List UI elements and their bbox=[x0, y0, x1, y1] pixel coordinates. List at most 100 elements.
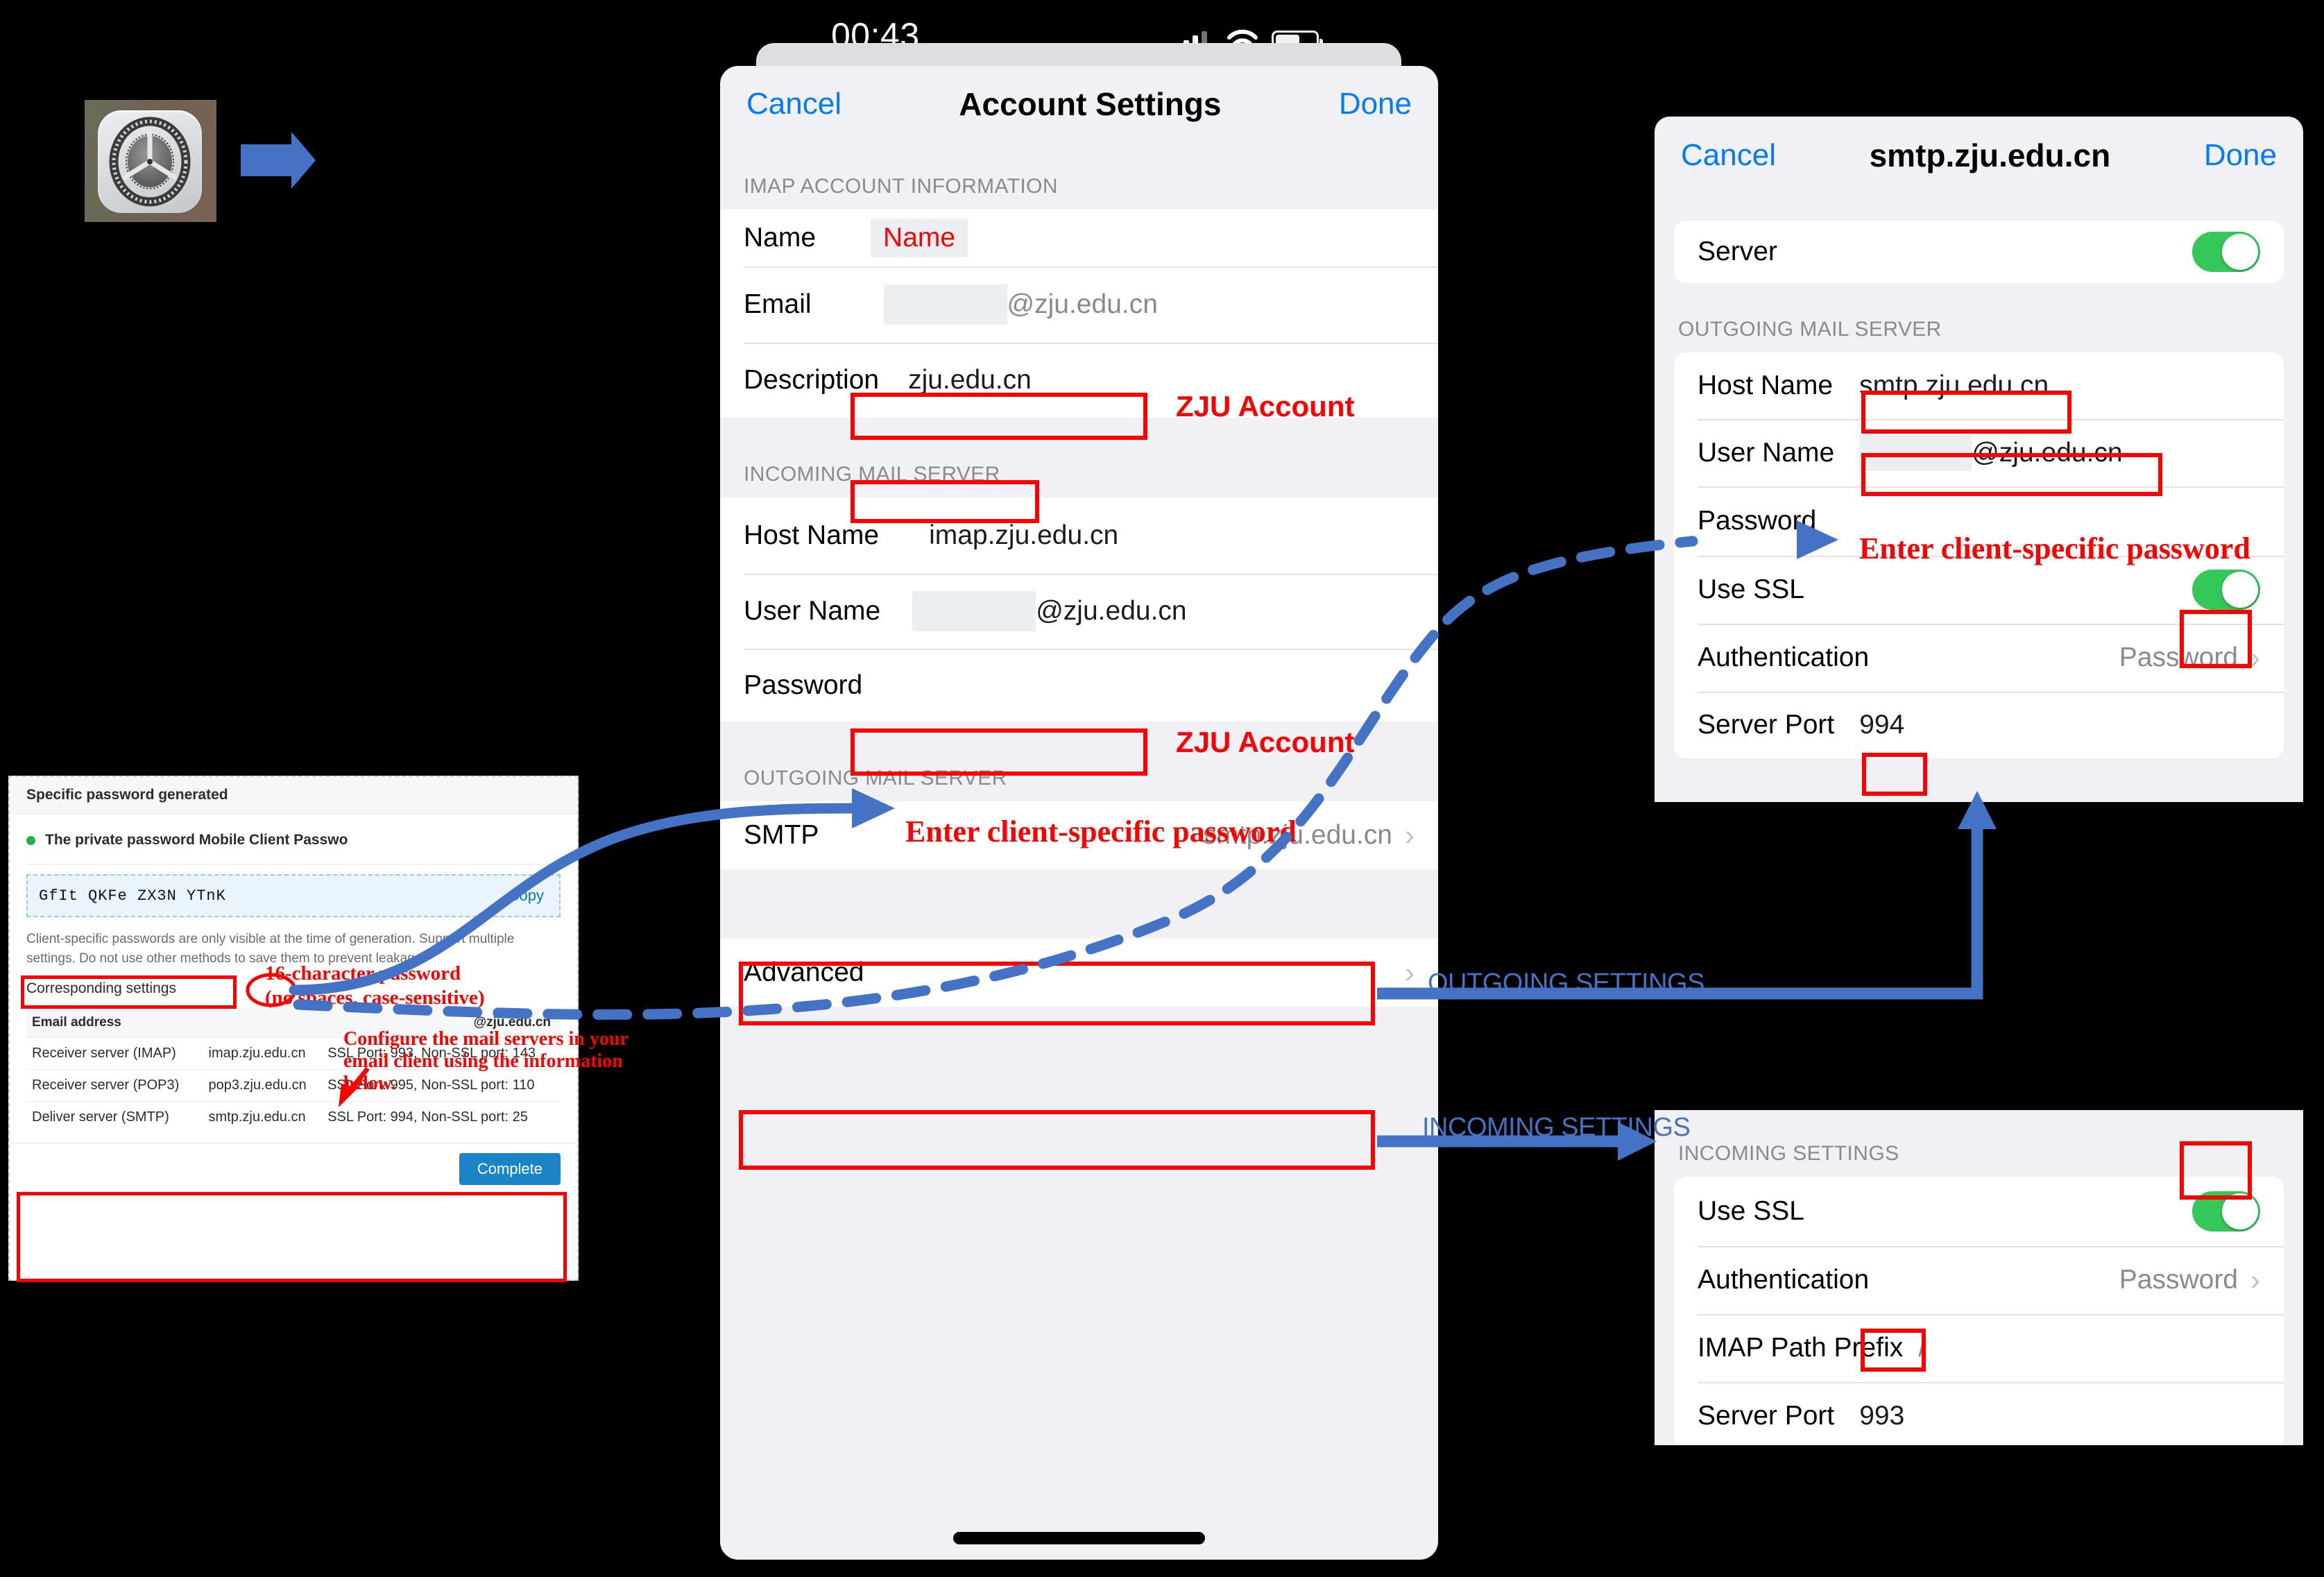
row-smtp-auth-value: Password bbox=[2119, 642, 2238, 672]
dialog-bullet-text: The private password Mobile Client Passw… bbox=[45, 832, 348, 848]
row-incoming-authentication[interactable]: Authentication Password › bbox=[1674, 1246, 2284, 1314]
row-email-label: Email bbox=[744, 289, 812, 319]
dialog-bullet-line: The private password Mobile Client Passw… bbox=[26, 832, 561, 849]
section-header-incoming-settings: INCOMING SETTINGS bbox=[1678, 1142, 1899, 1165]
row-smtp-user-value[interactable]: @zju.edu.cn bbox=[1972, 437, 2123, 468]
row-advanced[interactable]: Advanced › bbox=[720, 939, 1438, 1007]
row-imap-path-prefix[interactable]: IMAP Path Prefix / bbox=[1674, 1314, 2284, 1382]
annotation-configure-line1: Configure the mail servers in your bbox=[343, 1028, 629, 1050]
row-description[interactable]: Description zju.edu.cn bbox=[720, 343, 1438, 418]
generated-password-box: GfIt QKFe ZX3N YTnK Copy bbox=[26, 874, 561, 917]
row-incoming-auth-label: Authentication bbox=[1698, 1265, 1870, 1295]
account-settings-sheet: Cancel Account Settings Done IMAP ACCOUN… bbox=[720, 66, 1438, 1560]
cancel-button[interactable]: Cancel bbox=[746, 87, 841, 121]
row-smtp-host-value[interactable]: smtp.zju.edu.cn bbox=[1859, 370, 2049, 400]
row-pop3-host: pop3.zju.edu.cn bbox=[198, 1069, 323, 1102]
done-button[interactable]: Done bbox=[1338, 87, 1412, 121]
row-description-value[interactable]: zju.edu.cn bbox=[908, 365, 1032, 395]
row-imap-prefix-label: IMAP Path Prefix bbox=[1698, 1333, 1904, 1363]
annotation-enter-password-smtp: Enter client-specific password bbox=[1859, 531, 2250, 565]
smtp-ssl-toggle-switch[interactable] bbox=[2192, 570, 2260, 610]
row-incoming-host-name[interactable]: Host Name imap.zju.edu.cn bbox=[720, 497, 1438, 574]
chevron-right-icon: › bbox=[1405, 956, 1415, 989]
section-header-imap-account: IMAP ACCOUNT INFORMATION bbox=[744, 175, 1058, 198]
row-smtp-server-label: Server bbox=[1698, 237, 1777, 266]
annotation-enter-password-center: Enter client-specific password bbox=[905, 815, 1297, 849]
chevron-right-icon: › bbox=[2250, 1263, 2260, 1296]
annotation-incoming-settings: INCOMING SETTINGS bbox=[1422, 1113, 1691, 1142]
annotation-outgoing-settings: OUTGOING SETTINGS bbox=[1428, 969, 1704, 998]
row-name[interactable]: Name Name bbox=[720, 210, 1438, 266]
smtp-settings-panel: Cancel smtp.zju.edu.cn Done Server OUTGO… bbox=[1655, 117, 2303, 802]
row-smtp-user-name[interactable]: User Name @zju.edu.cn bbox=[1674, 419, 2284, 486]
annotation-password-caseinfo: (no spaces, case-sensitive) bbox=[265, 987, 485, 1009]
row-smtp-password[interactable]: Password bbox=[1674, 486, 2284, 556]
row-smtp-authentication[interactable]: Authentication Password › bbox=[1674, 624, 2284, 692]
annotation-configure-line2: email client using the information bbox=[343, 1050, 623, 1072]
table-row: Receiver server (POP3) pop3.zju.edu.cn S… bbox=[26, 1069, 561, 1102]
dialog-title: Specific password generated bbox=[10, 777, 577, 814]
arrow-icon-settings-to-phone bbox=[241, 132, 316, 189]
row-smtp-host: smtp.zju.edu.cn bbox=[198, 1101, 323, 1134]
chevron-right-icon: › bbox=[2250, 641, 2260, 674]
row-imap-prefix-value[interactable]: / bbox=[1918, 1333, 1926, 1363]
incoming-rows-group: Use SSL Authentication Password › IMAP P… bbox=[1674, 1177, 2284, 1445]
smtp-cancel-button[interactable]: Cancel bbox=[1681, 138, 1776, 172]
row-smtp-label: SMTP bbox=[744, 820, 819, 850]
row-smtp-host-name[interactable]: Host Name smtp.zju.edu.cn bbox=[1674, 352, 2284, 419]
row-smtp-password-label: Password bbox=[1698, 506, 1817, 536]
row-imap-ports: SSL Port: 993, Non-SSL port: 143 bbox=[322, 1037, 561, 1070]
smtp-nav-bar: Cancel smtp.zju.edu.cn Done bbox=[1655, 117, 2303, 194]
chevron-right-icon: › bbox=[1405, 819, 1415, 851]
row-smtp-port-value[interactable]: 994 bbox=[1859, 710, 1905, 740]
section-header-smtp-outgoing: OUTGOING MAIL SERVER bbox=[1678, 318, 1942, 341]
incoming-settings-panel: INCOMING SETTINGS Use SSL Authentication… bbox=[1655, 1110, 2303, 1445]
email-redacted-block bbox=[883, 284, 1007, 325]
complete-button[interactable]: Complete bbox=[459, 1153, 561, 1186]
row-name-label: Name bbox=[744, 223, 817, 253]
row-email-value[interactable]: @zju.edu.cn bbox=[1007, 289, 1158, 319]
sheet-filler bbox=[720, 1007, 1438, 1432]
server-toggle-switch[interactable] bbox=[2192, 232, 2260, 272]
gear-glyph bbox=[109, 117, 191, 207]
row-smtp-host-label: Host Name bbox=[1698, 370, 1834, 400]
row-smtp-server-toggle[interactable]: Server bbox=[1674, 221, 2284, 283]
status-dot-icon bbox=[26, 835, 35, 845]
row-pop3-name: Receiver server (POP3) bbox=[26, 1069, 199, 1102]
incoming-ssl-toggle-switch[interactable] bbox=[2192, 1191, 2260, 1231]
annotation-configure-line3: below. bbox=[343, 1073, 396, 1094]
smtp-username-redacted-block bbox=[1859, 434, 1972, 471]
row-incoming-user-name[interactable]: User Name @zju.edu.cn bbox=[720, 574, 1438, 649]
row-smtp-server-port[interactable]: Server Port 994 bbox=[1674, 692, 2284, 758]
section-gap bbox=[720, 869, 1438, 939]
row-smtp-port-label: Server Port bbox=[1698, 710, 1835, 740]
smtp-done-button[interactable]: Done bbox=[2203, 138, 2277, 172]
username-redacted-block bbox=[912, 591, 1036, 631]
server-settings-table: Email address @zju.edu.cn Receiver serve… bbox=[26, 1008, 561, 1134]
row-incoming-password[interactable]: Password bbox=[720, 649, 1438, 722]
generated-password-value[interactable]: GfIt QKFe ZX3N YTnK bbox=[39, 887, 226, 905]
row-incoming-password-label: Password bbox=[744, 670, 863, 700]
row-incoming-server-port[interactable]: Server Port 993 bbox=[1674, 1382, 2284, 1445]
copy-button[interactable]: Copy bbox=[508, 887, 544, 904]
row-smtp-auth-label: Authentication bbox=[1698, 642, 1870, 672]
row-email[interactable]: Email @zju.edu.cn bbox=[720, 266, 1438, 343]
row-incoming-port-value[interactable]: 993 bbox=[1859, 1401, 1905, 1431]
dialog-footer: Complete bbox=[10, 1143, 577, 1186]
row-incoming-use-ssl[interactable]: Use SSL bbox=[1674, 1177, 2284, 1246]
row-imap-name: Receiver server (IMAP) bbox=[26, 1037, 199, 1070]
row-name-value[interactable]: Name bbox=[871, 219, 968, 257]
row-incoming-user-value[interactable]: @zju.edu.cn bbox=[1036, 596, 1187, 626]
annotation-password-length: 16-character password bbox=[265, 962, 461, 984]
row-incoming-port-label: Server Port bbox=[1698, 1401, 1835, 1431]
row-incoming-host-value[interactable]: imap.zju.edu.cn bbox=[929, 520, 1119, 550]
row-smtp-ssl-label: Use SSL bbox=[1698, 574, 1804, 604]
arrow-outgoing-settings bbox=[1377, 819, 1983, 1000]
home-indicator[interactable] bbox=[953, 1532, 1205, 1544]
table-row: Receiver server (IMAP) imap.zju.edu.cn S… bbox=[26, 1037, 561, 1070]
row-advanced-label: Advanced bbox=[744, 957, 864, 987]
corresponding-settings-label: Corresponding settings bbox=[26, 980, 176, 997]
row-description-label: Description bbox=[744, 365, 880, 395]
annotation-zju-account-username: ZJU Account bbox=[1176, 726, 1355, 758]
page-title: Account Settings bbox=[959, 86, 1222, 122]
